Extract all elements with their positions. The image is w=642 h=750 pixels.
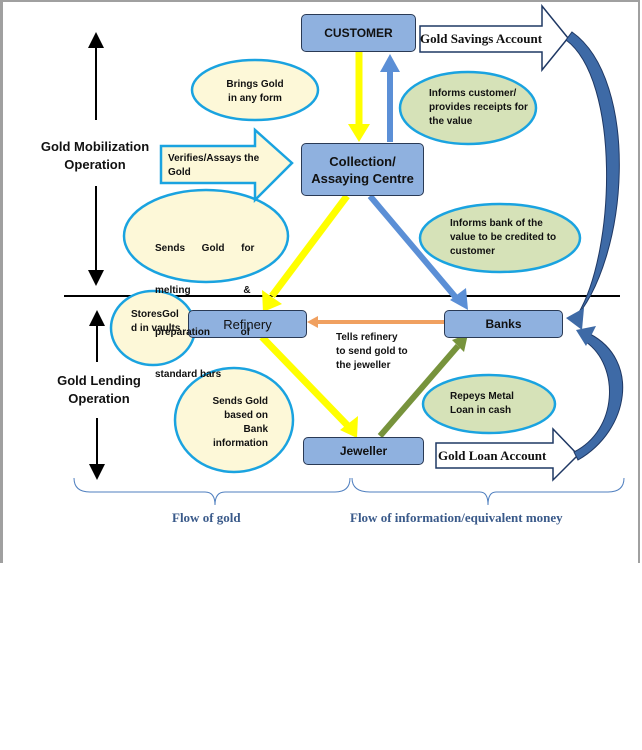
text-stores-gold: StoresGol d in vaults — [131, 308, 191, 336]
arrowhead — [452, 334, 468, 352]
note-brings-gold — [190, 58, 320, 122]
arrowhead — [340, 416, 358, 438]
note-repays — [421, 373, 557, 435]
brace-flow-of-gold — [73, 477, 351, 506]
text-brings-gold: Brings Gold in any form — [215, 78, 295, 106]
curve-arrowhead — [566, 308, 584, 330]
curve-loan-to-banks — [573, 333, 624, 461]
label-gold-loan-account: Gold Loan Account — [438, 448, 547, 463]
lending-line2: Operation — [68, 391, 130, 406]
note-informs-customer — [398, 70, 538, 146]
note-line: Informs bank of the — [450, 218, 543, 229]
note-line: standard bars — [155, 369, 222, 380]
arrowhead — [380, 54, 400, 72]
note-line: Loan in cash — [450, 405, 512, 416]
note-informs-bank — [418, 202, 582, 274]
arrow-refinery-to-jeweller — [259, 334, 353, 431]
curve-arrowhead — [576, 326, 596, 346]
text-sends-bank: Sends Gold based on Bank information — [190, 395, 268, 451]
arrowhead — [450, 288, 468, 310]
arrow-collection-to-refinery — [269, 193, 350, 299]
note-line: in any form — [228, 93, 282, 104]
label-flow-of-information: Flow of information/equivalent money — [350, 510, 563, 525]
arrowhead — [348, 124, 370, 142]
text-tells-refinery: Tells refinery to send gold to the jewel… — [336, 331, 436, 373]
note-line: StoresGol — [131, 309, 179, 320]
arrowhead — [307, 316, 318, 328]
note-line: Gold — [168, 167, 191, 178]
node-collection-centre: Collection/ Assaying Centre — [301, 143, 424, 196]
note-line: Bank — [243, 424, 268, 435]
collection-line1: Collection/ — [329, 153, 396, 169]
text-verifies: Verifies/Assays the Gold — [168, 152, 268, 180]
note-line: d in vaults — [131, 323, 181, 334]
note-sends-melting — [122, 188, 290, 284]
mobilization-line1: Gold Mobilization — [40, 139, 150, 154]
lending-line1: Gold Lending — [57, 373, 141, 388]
note-line: customer — [450, 246, 496, 257]
text-informs-bank: Informs bank of the value to be credited… — [450, 217, 570, 259]
note-line: Brings Gold — [226, 79, 284, 90]
node-refinery: Refinery — [188, 310, 307, 338]
collection-line2: Assaying Centre — [311, 170, 414, 186]
note-line: based on — [224, 410, 268, 421]
note-line: Sends Gold — [212, 396, 268, 407]
arrow-collection-to-banks — [367, 194, 461, 302]
note-line: Verifies/Assays the — [168, 153, 260, 164]
brace-flow-of-info — [351, 477, 625, 506]
verifies-block-arrow — [159, 127, 294, 204]
node-customer: CUSTOMER — [301, 14, 416, 52]
note-sends-bank — [173, 366, 295, 474]
note-line: Informs customer/ — [429, 88, 517, 99]
node-banks: Banks — [444, 310, 563, 338]
label-gold-lending: Gold Lending Operation — [40, 372, 158, 408]
text-repays: Repeys Metal Loan in cash — [450, 390, 540, 418]
curve-savings-to-banks — [565, 31, 620, 323]
text-sends-melting: Sends Gold for melting & preparation of … — [155, 214, 265, 396]
node-jeweller: Jeweller — [303, 437, 424, 465]
note-line: provides receipts for — [429, 102, 528, 113]
note-line: the jeweller — [336, 360, 391, 371]
note-line: information — [213, 438, 268, 449]
gold-savings-account-arrow — [419, 3, 569, 73]
label-gold-savings-account: Gold Savings Account — [420, 31, 543, 46]
label-gold-mobilization: Gold Mobilization Operation — [30, 138, 160, 174]
note-line: Sends Gold for — [155, 243, 255, 254]
note-line: Repeys Metal — [450, 391, 514, 402]
note-line: to send gold to — [336, 346, 408, 357]
note-line: the value — [429, 116, 473, 127]
page-frame — [0, 0, 640, 563]
note-line: melting & — [155, 285, 251, 296]
arrow-jeweller-to-banks — [377, 344, 461, 438]
text-informs-customer: Informs customer/ provides receipts for … — [429, 87, 539, 129]
arrowhead — [262, 290, 282, 312]
note-line: Tells refinery — [336, 332, 398, 343]
mobilization-line2: Operation — [64, 157, 126, 172]
gold-loan-account-arrow — [435, 427, 580, 482]
note-line: value to be credited to — [450, 232, 557, 243]
label-flow-of-gold: Flow of gold — [172, 510, 241, 525]
note-line: preparation of — [155, 327, 251, 338]
